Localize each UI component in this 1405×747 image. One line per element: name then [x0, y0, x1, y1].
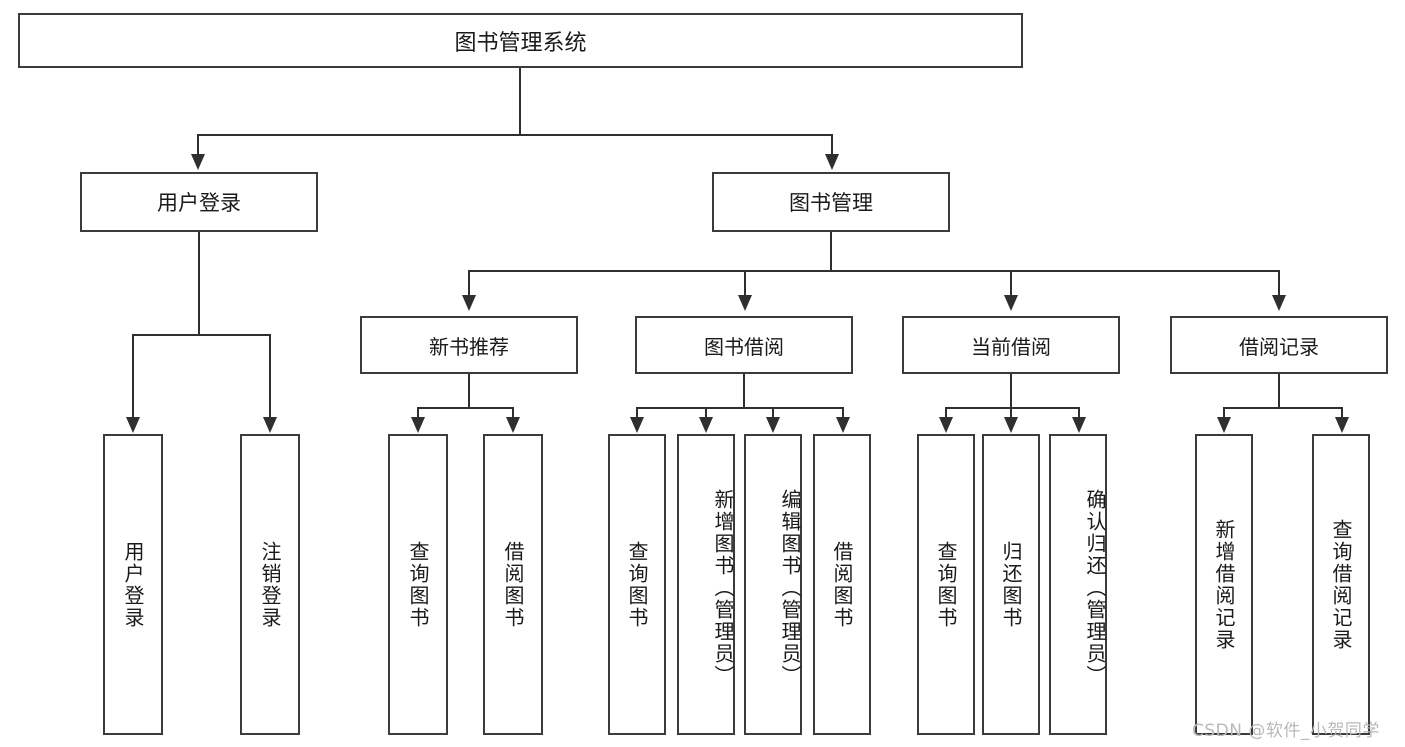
connector-book-mgmt-bar [468, 270, 1280, 272]
connector-borrow-record-bar [1223, 407, 1341, 409]
arrow-book-borrow-to-leaf-2 [699, 417, 713, 433]
leaf-add-book-admin[interactable]: 新增图书（管理员） [677, 434, 735, 735]
node-label: 图书管理 [789, 191, 873, 215]
connector-new-book-to-leaf-2 [512, 407, 514, 419]
leaf-query-book-recommend[interactable]: 查询图书 [388, 434, 448, 735]
connector-book-mgmt-to-borrow-record [1278, 270, 1280, 297]
node-label: 当前借阅 [971, 334, 1051, 359]
connector-new-book-to-leaf-1 [417, 407, 419, 419]
connector-borrow-record-stem [1278, 374, 1280, 408]
connector-current-borrow-to-leaf-1 [945, 407, 947, 419]
leaf-logout[interactable]: 注销登录 [240, 434, 300, 735]
connector-book-borrow-to-leaf-2 [705, 407, 707, 419]
connector-borrow-record-to-leaf-1 [1223, 407, 1225, 419]
connector-current-borrow-to-leaf-2 [1010, 407, 1012, 419]
connector-book-mgmt-to-current-borrow [1010, 270, 1012, 297]
node-borrow-record[interactable]: 借阅记录 [1170, 316, 1388, 374]
connector-book-mgmt-stem [830, 232, 832, 271]
arrow-book-mgmt-to-book-borrow [738, 295, 752, 311]
node-label: 用户登录 [157, 191, 241, 215]
connector-user-login-to-leaf-1 [132, 334, 134, 419]
connector-book-borrow-bar [636, 407, 842, 409]
arrow-user-login-to-leaf-1 [126, 417, 140, 433]
node-label: 查询图书 [406, 540, 430, 629]
connector-book-mgmt-to-new-book [468, 270, 470, 297]
node-label: 查询图书 [934, 540, 958, 629]
node-book-management[interactable]: 图书管理 [712, 172, 950, 232]
connector-root-to-user-login [197, 134, 199, 156]
node-label: 借阅图书 [501, 540, 525, 629]
leaf-edit-book-admin[interactable]: 编辑图书（管理员） [744, 434, 802, 735]
connector-user-login-bar [132, 334, 269, 336]
node-label: 借阅记录 [1239, 334, 1319, 359]
node-label: 查询借阅记录 [1329, 518, 1353, 651]
arrow-root-to-book-mgmt [825, 154, 839, 170]
node-label: 用户登录 [121, 540, 145, 629]
arrow-new-book-to-leaf-2 [506, 417, 520, 433]
connector-borrow-record-to-leaf-2 [1341, 407, 1343, 419]
leaf-borrow-book-recommend[interactable]: 借阅图书 [483, 434, 543, 735]
connector-user-login-to-leaf-2 [269, 334, 271, 419]
connector-book-borrow-stem [743, 374, 745, 408]
node-current-borrow[interactable]: 当前借阅 [902, 316, 1120, 374]
arrow-book-borrow-to-leaf-1 [630, 417, 644, 433]
connector-book-mgmt-to-book-borrow [744, 270, 746, 297]
leaf-borrow-book[interactable]: 借阅图书 [813, 434, 871, 735]
connector-book-borrow-to-leaf-4 [842, 407, 844, 419]
node-book-borrow[interactable]: 图书借阅 [635, 316, 853, 374]
node-label: 查询图书 [625, 540, 649, 629]
node-label: 注销登录 [258, 540, 282, 629]
arrow-book-mgmt-to-current-borrow [1004, 295, 1018, 311]
leaf-user-login[interactable]: 用户登录 [103, 434, 163, 735]
arrow-book-mgmt-to-new-book [462, 295, 476, 311]
node-label: 图书借阅 [704, 334, 784, 359]
node-label: 新增借阅记录 [1212, 518, 1236, 651]
connector-root-bar [197, 134, 831, 136]
arrow-current-borrow-to-leaf-2 [1004, 417, 1018, 433]
connector-new-book-stem [468, 374, 470, 408]
node-label: 编辑图书（管理员） [778, 488, 802, 687]
arrow-root-to-user-login [191, 154, 205, 170]
leaf-confirm-return-admin[interactable]: 确认归还（管理员） [1049, 434, 1107, 735]
arrow-current-borrow-to-leaf-3 [1072, 417, 1086, 433]
node-new-book-recommend[interactable]: 新书推荐 [360, 316, 578, 374]
connector-user-login-stem [198, 232, 200, 335]
leaf-query-book-borrow[interactable]: 查询图书 [608, 434, 666, 735]
arrow-user-login-to-leaf-2 [263, 417, 277, 433]
node-label: 新书推荐 [429, 334, 509, 359]
leaf-query-borrow-record[interactable]: 查询借阅记录 [1312, 434, 1370, 735]
arrow-book-borrow-to-leaf-4 [836, 417, 850, 433]
connector-root-to-book-mgmt [831, 134, 833, 156]
connector-root-stem [519, 68, 521, 135]
node-root-system[interactable]: 图书管理系统 [18, 13, 1023, 68]
node-label: 确认归还（管理员） [1083, 488, 1107, 687]
arrow-current-borrow-to-leaf-1 [939, 417, 953, 433]
node-user-login[interactable]: 用户登录 [80, 172, 318, 232]
watermark-credit: CSDN @软件_小贺同学 [1192, 721, 1380, 741]
arrow-borrow-record-to-leaf-1 [1217, 417, 1231, 433]
connector-book-borrow-to-leaf-1 [636, 407, 638, 419]
connector-current-borrow-stem [1010, 374, 1012, 408]
arrow-book-borrow-to-leaf-3 [766, 417, 780, 433]
arrow-borrow-record-to-leaf-2 [1335, 417, 1349, 433]
arrow-book-mgmt-to-borrow-record [1272, 295, 1286, 311]
connector-book-borrow-to-leaf-3 [772, 407, 774, 419]
arrow-new-book-to-leaf-1 [411, 417, 425, 433]
connector-new-book-bar [417, 407, 512, 409]
node-label: 新增图书（管理员） [711, 488, 735, 687]
node-label: 图书管理系统 [454, 30, 587, 56]
leaf-query-book-current[interactable]: 查询图书 [917, 434, 975, 735]
node-label: 归还图书 [999, 540, 1023, 629]
connector-current-borrow-to-leaf-3 [1078, 407, 1080, 419]
leaf-return-book[interactable]: 归还图书 [982, 434, 1040, 735]
leaf-add-borrow-record[interactable]: 新增借阅记录 [1195, 434, 1253, 735]
node-label: 借阅图书 [830, 540, 854, 629]
